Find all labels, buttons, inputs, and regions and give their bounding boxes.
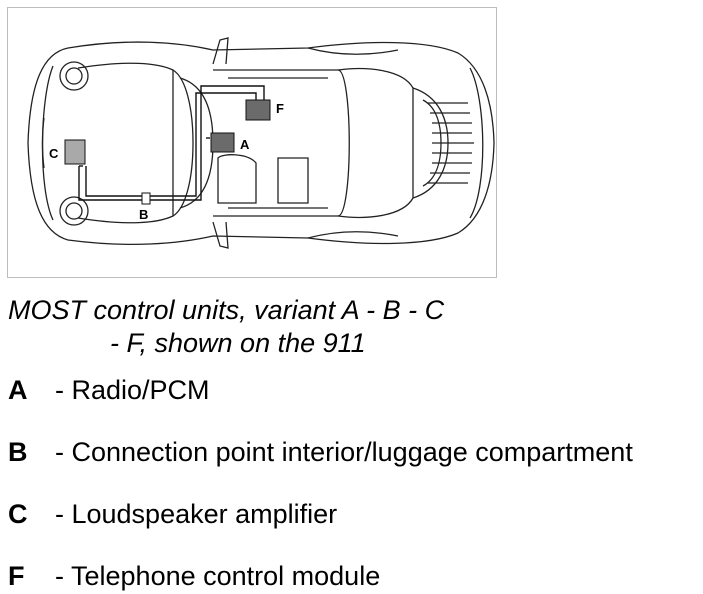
label-b: B bbox=[139, 207, 148, 222]
legend-text: - Loudspeaker amplifier bbox=[55, 499, 338, 529]
car-outline bbox=[27, 37, 495, 249]
legend-text: - Telephone control module bbox=[55, 561, 381, 591]
diagram-frame: C B A F bbox=[7, 7, 497, 278]
component-box-a bbox=[210, 132, 235, 153]
legend-text: - Radio/PCM bbox=[55, 375, 210, 405]
label-f: F bbox=[276, 101, 284, 116]
component-box-b bbox=[141, 192, 151, 205]
figure-caption: MOST control units, variant A - B - C - … bbox=[8, 294, 508, 360]
car-top-view-diagram: C B A F bbox=[27, 37, 495, 249]
label-a: A bbox=[240, 137, 250, 152]
legend-text: - Connection point interior/luggage comp… bbox=[55, 437, 633, 467]
legend-key: C bbox=[8, 499, 28, 529]
legend-key: B bbox=[8, 437, 28, 467]
component-box-c bbox=[64, 139, 86, 165]
caption-line-2: - F, shown on the 911 bbox=[110, 328, 366, 358]
most-wiring bbox=[78, 85, 265, 201]
label-c: C bbox=[49, 146, 59, 161]
component-box-f bbox=[245, 99, 271, 121]
legend-key: A bbox=[8, 375, 28, 405]
legend-key: F bbox=[8, 561, 25, 591]
caption-line-1: MOST control units, variant A - B - C bbox=[8, 295, 445, 325]
